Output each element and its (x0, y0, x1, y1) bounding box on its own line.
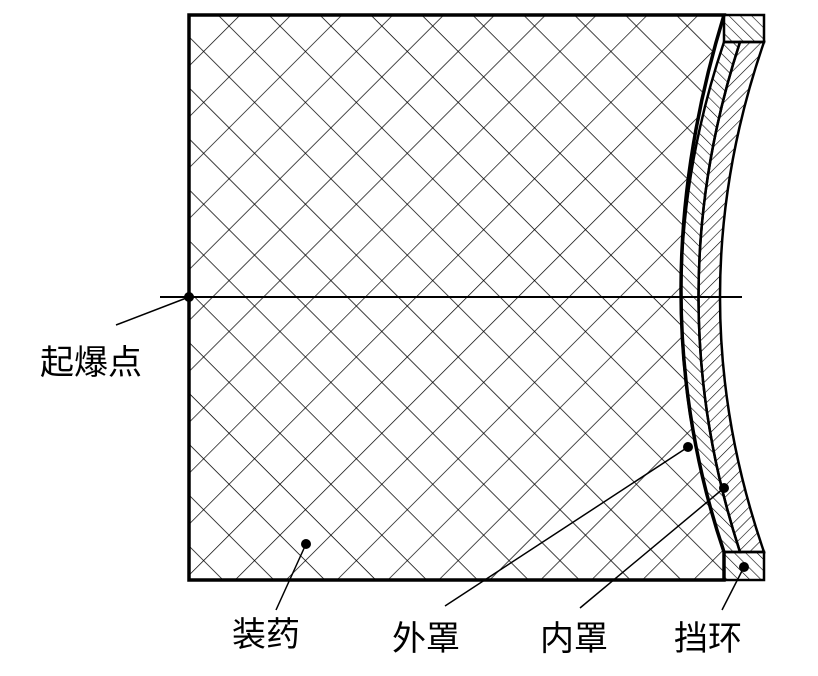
label-detonation-point: 起爆点 (40, 343, 142, 383)
dot-retaining-ring (739, 562, 749, 572)
leader-retaining-ring (721, 566, 745, 611)
retaining-ring-top (722, 13, 766, 44)
leader-detonation (115, 296, 190, 326)
dot-charge (301, 539, 311, 549)
dot-detonation-point (184, 292, 194, 302)
dot-inner-liner (719, 483, 729, 493)
leader-dots (184, 292, 749, 572)
label-outer-liner: 外罩 (392, 619, 460, 659)
label-charge: 装药 (232, 615, 300, 655)
retaining-ring-bottom (722, 550, 766, 582)
leader-inner-liner (579, 487, 725, 609)
dot-outer-liner (683, 442, 693, 452)
leader-outer-liner (444, 446, 689, 607)
label-retaining-ring: 挡环 (674, 619, 742, 659)
leader-lines (115, 296, 745, 611)
leader-charge (275, 543, 307, 611)
label-inner-liner: 内罩 (540, 619, 608, 659)
